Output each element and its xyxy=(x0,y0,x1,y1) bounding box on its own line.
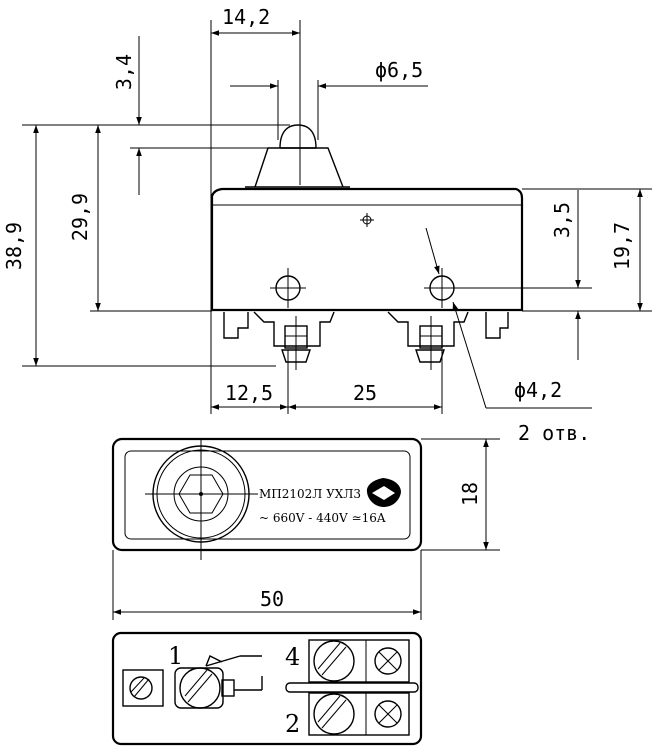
top-outline xyxy=(111,437,423,552)
terminal-4-number: 4 xyxy=(285,643,300,671)
front-view: 14,2 ϕ6,5 3,4 38,9 29,9 3,5 19,7 12,5 25… xyxy=(2,5,652,445)
terminal-2-number: 2 xyxy=(285,710,300,738)
mount-hole-right xyxy=(424,268,460,308)
switch-body xyxy=(210,187,524,312)
terminal-left xyxy=(223,311,335,370)
dim-length: 50 xyxy=(260,587,284,611)
terminal-4-screw xyxy=(313,640,355,682)
dim-height-total: 38,9 xyxy=(2,222,26,270)
center-mark xyxy=(360,213,374,227)
dim-width-top: 14,2 xyxy=(222,5,270,29)
terminal-square-left xyxy=(122,669,164,707)
terminal-1-number: 1 xyxy=(168,642,183,670)
plunger-boss xyxy=(254,147,344,188)
dim-height-body: 19,7 xyxy=(610,222,634,270)
rating-label: ~ 660V - 440V ≃16A xyxy=(259,511,386,525)
dim-height-actuation: 29,9 xyxy=(68,193,92,241)
dim-offset-x: 12,5 xyxy=(225,381,273,405)
bottom-outline xyxy=(111,631,423,746)
terminal-2-screw xyxy=(313,693,355,735)
mount-hole-left xyxy=(270,268,306,308)
terminal-4-housing xyxy=(308,639,410,683)
holes-note: 2 отв. xyxy=(518,421,590,445)
contact-bar xyxy=(285,682,419,693)
dim-hole-spacing: 25 xyxy=(353,381,377,405)
dim-diam-hole: ϕ4,2 xyxy=(514,378,562,402)
plunger-top xyxy=(145,440,258,560)
dim-height-plunger: 3,4 xyxy=(112,54,136,90)
dim-diam-plunger: ϕ6,5 xyxy=(375,58,423,82)
wiring-view: 1 4 2 xyxy=(111,631,423,746)
manufacturer-logo xyxy=(366,478,401,507)
dim-depth-top: 18 xyxy=(458,482,482,506)
terminal-1-screw xyxy=(179,667,221,709)
terminal-1-housing xyxy=(174,667,224,709)
model-label: МП2102Л УХЛ3 xyxy=(259,487,361,501)
terminal-right xyxy=(387,311,509,370)
terminal-2-housing xyxy=(308,692,410,736)
dim-height-body-upper: 3,5 xyxy=(550,202,574,238)
top-view: МП2102Л УХЛ3 ~ 660V - 440V ≃16A 18 50 xyxy=(111,437,500,620)
plunger xyxy=(279,124,317,149)
label-plate xyxy=(124,450,411,540)
